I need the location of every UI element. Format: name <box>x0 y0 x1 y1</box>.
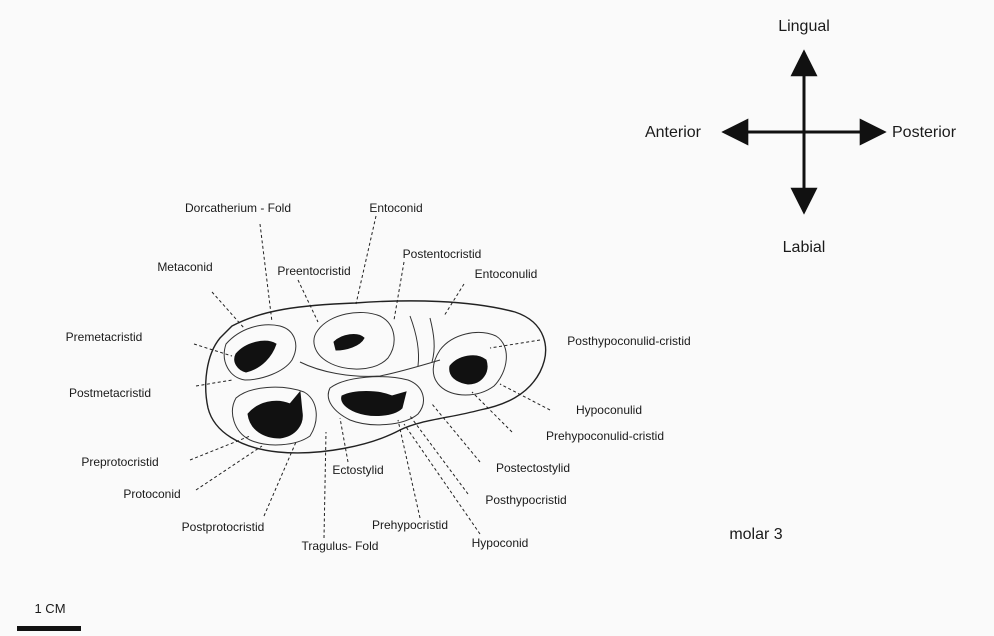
leader-postectostylid <box>432 404 480 462</box>
leader-postprotocristid <box>264 442 296 516</box>
orientation-compass: Lingual Labial Anterior Posterior <box>645 18 957 256</box>
label-postectostylid: Postectostylid <box>496 461 570 475</box>
label-preprotocristid: Preprotocristid <box>81 455 158 469</box>
anterior-label: Anterior <box>645 124 702 141</box>
lingual-label: Lingual <box>778 18 830 35</box>
label-entoconid: Entoconid <box>369 201 422 215</box>
label-prehypocristid: Prehypocristid <box>372 518 448 532</box>
label-metaconid: Metaconid <box>157 260 212 274</box>
caption-molar: molar 3 <box>729 526 782 543</box>
label-postentocristid: Postentocristid <box>403 247 482 261</box>
leader-prehypoconulid-cristid <box>472 392 512 432</box>
hypoconid-fossette <box>342 392 406 416</box>
entoconid-fossette <box>334 335 364 350</box>
label-preentocristid: Preentocristid <box>277 264 350 278</box>
label-postmetacristid: Postmetacristid <box>69 386 151 400</box>
leader-preprotocristid <box>190 436 250 460</box>
central-valley <box>300 360 440 376</box>
leader-postmetacristid <box>196 380 232 386</box>
leader-dorcatherium-fold <box>260 224 272 322</box>
leader-posthypocristid <box>410 416 468 494</box>
label-posthypoconulid-cristid: Posthypoconulid-cristid <box>567 334 690 348</box>
label-hypoconid: Hypoconid <box>472 536 529 550</box>
posterior-label: Posterior <box>892 124 957 141</box>
molar-drawing <box>206 301 546 453</box>
scale-bar-label: 1 CM <box>34 601 65 616</box>
label-ectostylid: Ectostylid <box>332 463 383 477</box>
label-premetacristid: Premetacristid <box>66 330 143 344</box>
leader-prehypocristid <box>398 420 420 518</box>
labial-label: Labial <box>783 239 826 256</box>
label-dorcatherium-fold: Dorcatherium - Fold <box>185 201 291 215</box>
label-postprotocristid: Postprotocristid <box>182 520 265 534</box>
leader-postentocristid <box>394 262 404 320</box>
leader-tragulus-fold <box>324 432 326 538</box>
label-posthypocristid: Posthypocristid <box>485 493 566 507</box>
scale-bar: 1 CM <box>17 601 81 631</box>
leader-posthypoconulid-cristid <box>490 340 540 348</box>
leader-ectostylid <box>340 418 348 462</box>
label-tragulus-fold: Tragulus- Fold <box>302 539 379 553</box>
scale-bar-line <box>17 626 81 631</box>
leader-metaconid <box>212 292 244 328</box>
leader-entoconid <box>356 216 376 304</box>
label-prehypoconulid-cristid: Prehypoconulid-cristid <box>546 429 664 443</box>
lingual-valley <box>410 316 434 366</box>
label-hypoconulid: Hypoconulid <box>576 403 642 417</box>
leader-entoconulid <box>444 284 464 316</box>
leader-protoconid <box>196 446 262 490</box>
metaconid-fossette <box>235 341 276 372</box>
label-protoconid: Protoconid <box>123 487 180 501</box>
leader-hypoconulid <box>500 384 550 410</box>
protoconid-fossette <box>248 392 302 438</box>
leader-preentocristid <box>298 280 318 322</box>
hypoconulid-fossette <box>450 356 487 384</box>
label-entoconulid: Entoconulid <box>475 267 538 281</box>
